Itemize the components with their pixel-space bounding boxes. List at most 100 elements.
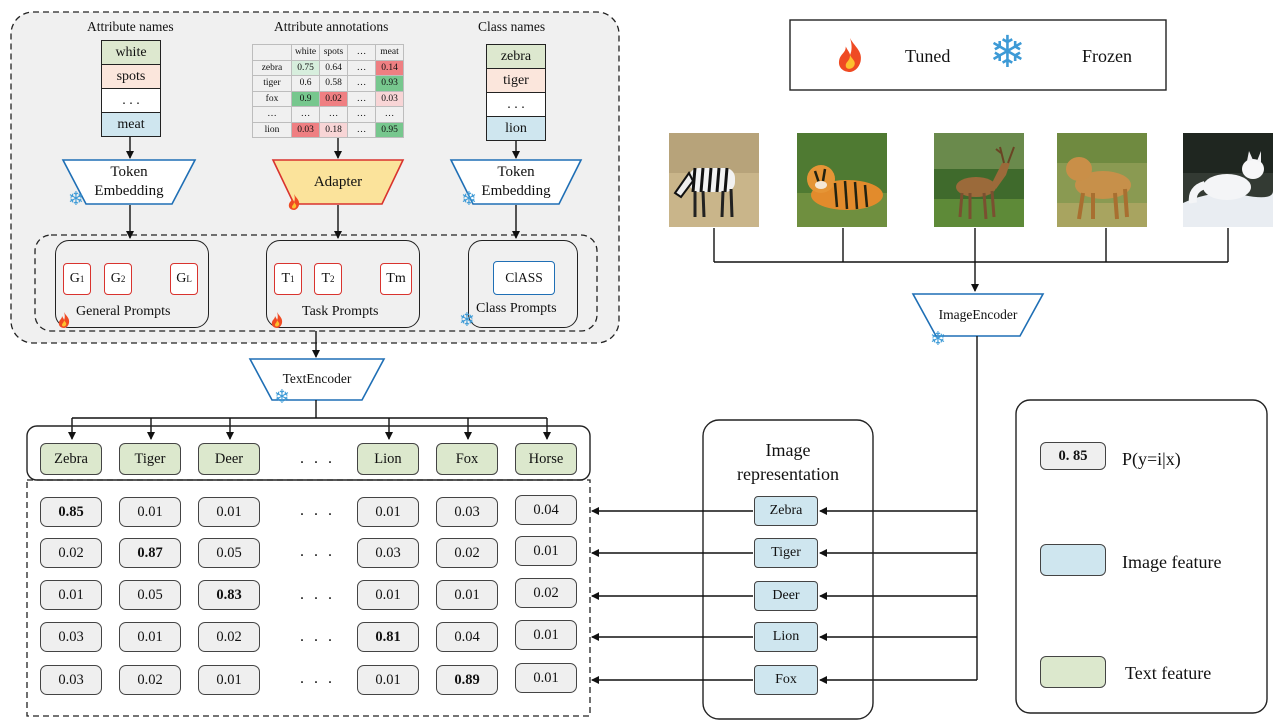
- legend-tuned-label: Tuned: [905, 46, 951, 66]
- text-feature-tiger: Tiger: [119, 443, 181, 475]
- prompt-subscript: 1: [290, 274, 295, 284]
- annotation-cell: 0.75: [291, 59, 320, 76]
- snowflake-icon: ❄: [930, 329, 946, 350]
- snowflake-icon: ❄: [461, 189, 477, 210]
- annotation-cell: 0.18: [319, 121, 348, 138]
- score-cell: 0.81: [357, 622, 419, 652]
- image-representation-title: Image representation: [703, 438, 873, 486]
- annotation-cell: …: [375, 106, 404, 123]
- score-cell: 0.05: [119, 580, 181, 610]
- score-ellipsis: . . .: [300, 628, 335, 645]
- fire-icon: [58, 312, 70, 328]
- score-ellipsis: . . .: [300, 543, 335, 560]
- text-feature-deer: Deer: [198, 443, 260, 475]
- token-embedding-left-line1: Token: [110, 164, 148, 180]
- annotation-cell: 0.64: [319, 59, 348, 76]
- snowflake-icon: ❄: [989, 28, 1026, 77]
- lion-photo: [1057, 133, 1147, 227]
- annotation-cell: …: [252, 106, 292, 123]
- annotation-cell: …: [291, 106, 320, 123]
- annotation-cell: 0.93: [375, 75, 404, 92]
- annotation-cell: fox: [252, 90, 292, 107]
- score-cell: 0.01: [357, 665, 419, 695]
- score-cell: 0.01: [515, 620, 577, 650]
- score-cell: 0.85: [40, 497, 102, 527]
- class-names-stack: zebra tiger . . . lion: [486, 44, 546, 141]
- annotation-cell: 0.95: [375, 121, 404, 138]
- score-cell: 0.01: [515, 536, 577, 566]
- prompt-subscript: 1: [79, 274, 85, 284]
- prompt-letter: T: [281, 271, 291, 286]
- annotation-row: zebra 0.75 0.64 … 0.14: [252, 59, 404, 76]
- annotation-cell: lion: [252, 121, 292, 138]
- prompt-letter: G: [69, 271, 80, 286]
- score-cell: 0.01: [119, 497, 181, 527]
- legend-image-feature-swatch: [1040, 544, 1106, 576]
- annotation-header-row: white spots … meat: [252, 44, 404, 61]
- snowflake-icon: ❄: [68, 189, 84, 210]
- score-cell: 0.05: [198, 538, 260, 568]
- annotation-cell: …: [347, 90, 376, 107]
- annotation-cell: 0.02: [319, 90, 348, 107]
- score-cell: 0.02: [198, 622, 260, 652]
- image-feature-tiger: Tiger: [754, 538, 818, 568]
- attribute-annotations-table: white spots … meat zebra 0.75 0.64 … 0.1…: [252, 44, 404, 138]
- legend-image-feature-label: Image feature: [1122, 552, 1222, 572]
- score-cell: 0.01: [119, 622, 181, 652]
- legend-frozen-label: Frozen: [1082, 46, 1132, 66]
- score-cell: 0.01: [436, 580, 498, 610]
- annotation-cell: …: [347, 59, 376, 76]
- snowflake-icon: ❄: [274, 387, 290, 408]
- text-feature-horse: Horse: [515, 443, 577, 475]
- class-prompts-label: Class Prompts: [476, 301, 557, 316]
- prompt-letter: G: [110, 271, 121, 286]
- annotation-cell: tiger: [252, 75, 292, 92]
- task-prompt-tm: Tm: [380, 263, 412, 295]
- score-ellipsis: . . .: [300, 502, 335, 519]
- score-ellipsis: . . .: [300, 670, 335, 687]
- annotation-cell: 0.03: [375, 90, 404, 107]
- image-feature-fox: Fox: [754, 665, 818, 695]
- score-cell: 0.01: [198, 497, 260, 527]
- fire-icon: [838, 38, 861, 72]
- score-cell: 0.01: [40, 580, 102, 610]
- class-names-title: Class names: [478, 19, 546, 34]
- score-cell: 0.01: [515, 663, 577, 693]
- score-cell: 0.02: [119, 665, 181, 695]
- deer-photo: [934, 133, 1024, 227]
- annotation-cell: …: [347, 121, 376, 138]
- annotation-cell: 0.14: [375, 59, 404, 76]
- score-cell: 0.87: [119, 538, 181, 568]
- score-ellipsis: . . .: [300, 586, 335, 603]
- image-feature-deer: Deer: [754, 581, 818, 611]
- attribute-name-item: meat: [102, 113, 160, 136]
- token-embedding-left-line2: Embedding: [94, 183, 164, 199]
- score-cell: 0.01: [357, 497, 419, 527]
- score-cell: 0.02: [436, 538, 498, 568]
- zebra-photo: [669, 133, 759, 227]
- image-representation-title-line1: Image: [765, 440, 811, 460]
- annotation-cell: meat: [375, 44, 404, 61]
- annotation-cell: 0.03: [291, 121, 320, 138]
- score-cell: 0.89: [436, 665, 498, 695]
- prompt-subscript: L: [186, 274, 192, 284]
- score-cell: 0.03: [40, 665, 102, 695]
- text-feature-zebra: Zebra: [40, 443, 102, 475]
- attribute-names-title: Attribute names: [87, 19, 174, 34]
- class-token: ClASS: [493, 261, 555, 295]
- image-representation-title-line2: representation: [737, 464, 839, 484]
- text-encoder: TextEncoder: [282, 371, 352, 386]
- annotation-cell: …: [319, 106, 348, 123]
- class-name-item: tiger: [487, 69, 545, 93]
- annotation-cell: …: [347, 106, 376, 123]
- class-name-item: zebra: [487, 45, 545, 69]
- token-embedding-left: Token Embedding: [63, 162, 195, 202]
- class-prompts-group: [468, 240, 578, 328]
- general-prompts-label: General Prompts: [76, 304, 171, 319]
- attribute-name-item: . . .: [102, 89, 160, 113]
- annotation-row: … … … … …: [252, 106, 404, 123]
- token-embedding-right-line1: Token: [497, 164, 535, 180]
